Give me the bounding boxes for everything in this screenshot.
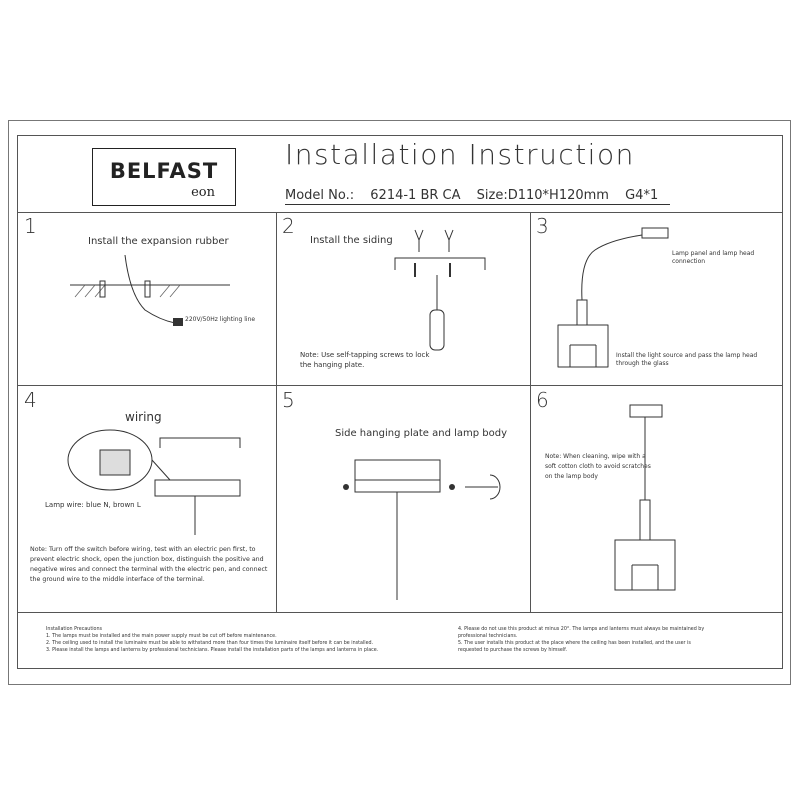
precaution-item: 1. The lamps must be installed and the m… xyxy=(46,634,277,639)
divider xyxy=(17,212,783,213)
precautions-right: 4. Please do not use this product at min… xyxy=(458,626,708,654)
step-3-note: Install the light source and pass the la… xyxy=(616,352,758,367)
step-4-number: 4 xyxy=(24,388,37,412)
expansion-rubber-diagram xyxy=(70,254,230,326)
divider xyxy=(17,385,783,386)
step-5-caption: Side hanging plate and lamp body xyxy=(335,428,508,439)
step-6-note: Note: When cleaning, wipe with a soft co… xyxy=(545,453,651,480)
step-2-caption: Install the siding xyxy=(310,235,393,246)
page-title: Installation Instruction xyxy=(285,138,635,171)
step-4-label: Lamp wire: blue N, brown L xyxy=(45,501,141,509)
brand-sub: eon xyxy=(191,185,215,200)
model-value: 6214-1 BR CA xyxy=(370,188,461,203)
size-spec: Size:D110*H120mm xyxy=(476,188,609,203)
precaution-item: 4. Please do not use this product at min… xyxy=(458,627,705,639)
divider xyxy=(276,212,277,612)
model-label: Model No.: xyxy=(285,188,355,203)
step-6-number: 6 xyxy=(536,388,549,412)
step-1-label: 220V/50Hz lighting line xyxy=(185,316,256,323)
brand-logo: BELFAST eon xyxy=(92,148,236,206)
step-4-caption: wiring xyxy=(125,410,162,424)
step-2-number: 2 xyxy=(282,214,295,238)
step-4-note: Note: Turn off the switch before wiring,… xyxy=(30,546,268,583)
bulb-spec: G4*1 xyxy=(625,188,659,203)
step-3-number: 3 xyxy=(536,214,549,238)
precaution-item: 2. The ceiling used to install the lumin… xyxy=(46,641,374,646)
brand-name: BELFAST xyxy=(109,159,219,183)
lamp-connection-diagram xyxy=(557,227,669,368)
precautions-title: Installation Precautions xyxy=(46,627,103,632)
hanging-plate-diagram xyxy=(343,459,501,600)
finished-lamp-diagram xyxy=(614,404,676,591)
siding-screwdriver-diagram xyxy=(394,229,486,351)
step-1-caption: Install the expansion rubber xyxy=(88,236,229,247)
divider xyxy=(17,612,783,613)
page-border xyxy=(8,120,791,685)
step-5-number: 5 xyxy=(282,388,295,412)
model-line: Model No.: 6214-1 BR CA Size:D110*H120mm… xyxy=(285,188,671,205)
wiring-diagram xyxy=(67,429,241,535)
precautions-left: Installation Precautions 1. The lamps mu… xyxy=(46,626,426,654)
step-1-number: 1 xyxy=(24,214,37,238)
precaution-item: 5. The user installs this product at the… xyxy=(458,641,691,653)
divider xyxy=(530,212,531,612)
precaution-item: 3. Please install the lamps and lanterns… xyxy=(46,648,379,653)
step-2-note: Note: Use self-tapping screws to lock th… xyxy=(300,351,430,369)
instruction-frame xyxy=(17,135,783,669)
step-3-label: Lamp panel and lamp head connection xyxy=(672,250,755,265)
